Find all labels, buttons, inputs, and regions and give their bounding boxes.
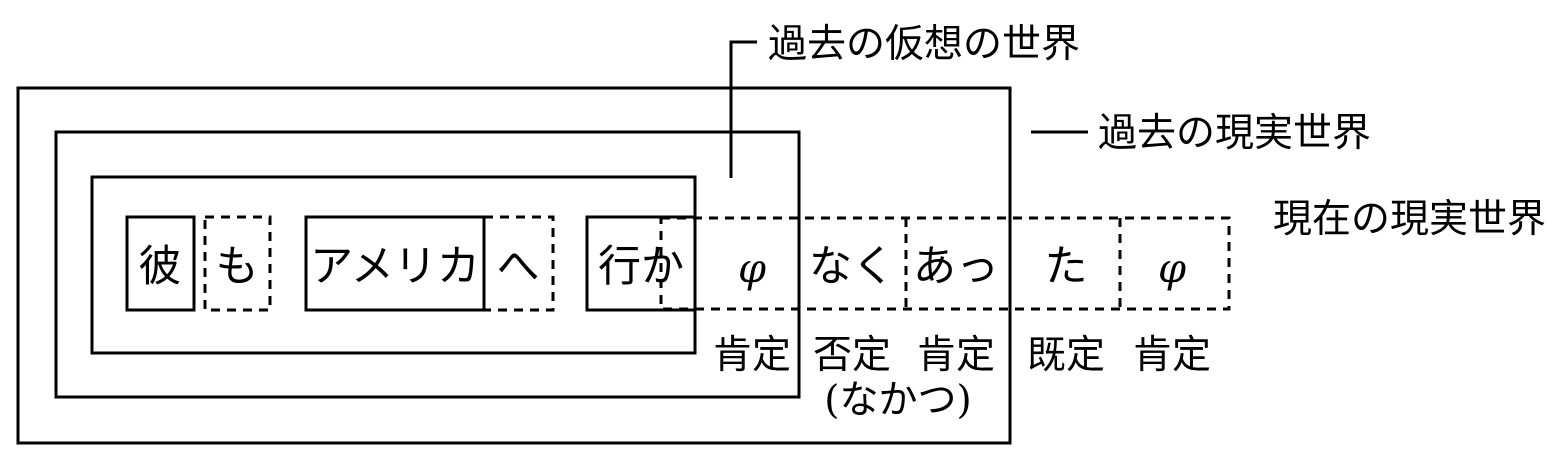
polarity-atsu: 肯定 [917,333,995,378]
polarity-ta: 既定 [1027,333,1105,378]
token-box-mo [203,215,272,312]
token-phi-2: φ [1158,246,1186,292]
polarity-phi-2: 肯定 [1133,333,1211,378]
polarity-naku-note: (なかつ) [824,378,971,423]
label-past-hypothetical-world: 過去の仮想の世界 [768,22,1080,67]
token-kare: 彼 [139,242,182,292]
token-phi-1: φ [738,246,766,292]
past-hypothetical-world-frame [54,130,801,399]
token-box-ika [585,215,697,312]
label-past-real-world: 過去の現実世界 [1098,111,1371,156]
token-he: へ [497,242,540,292]
polarity-naku: 否定 [813,333,891,378]
token-atsu: あっ [913,242,999,292]
token-mo: も [216,242,259,292]
leader-past-hypothetical [729,40,757,178]
token-box-kare [125,215,196,312]
token-amerika: アメリカ [310,242,480,292]
label-present-real-world: 現在の現実世界 [1273,197,1546,242]
polarity-phi-1: 肯定 [713,333,791,378]
token-ta: た [1045,242,1088,292]
past-real-world-frame [16,86,1012,445]
token-naku: なく [809,242,895,292]
token-ika: 行か [598,242,684,292]
present-real-world-band [659,216,1231,311]
token-box-he [482,215,555,312]
